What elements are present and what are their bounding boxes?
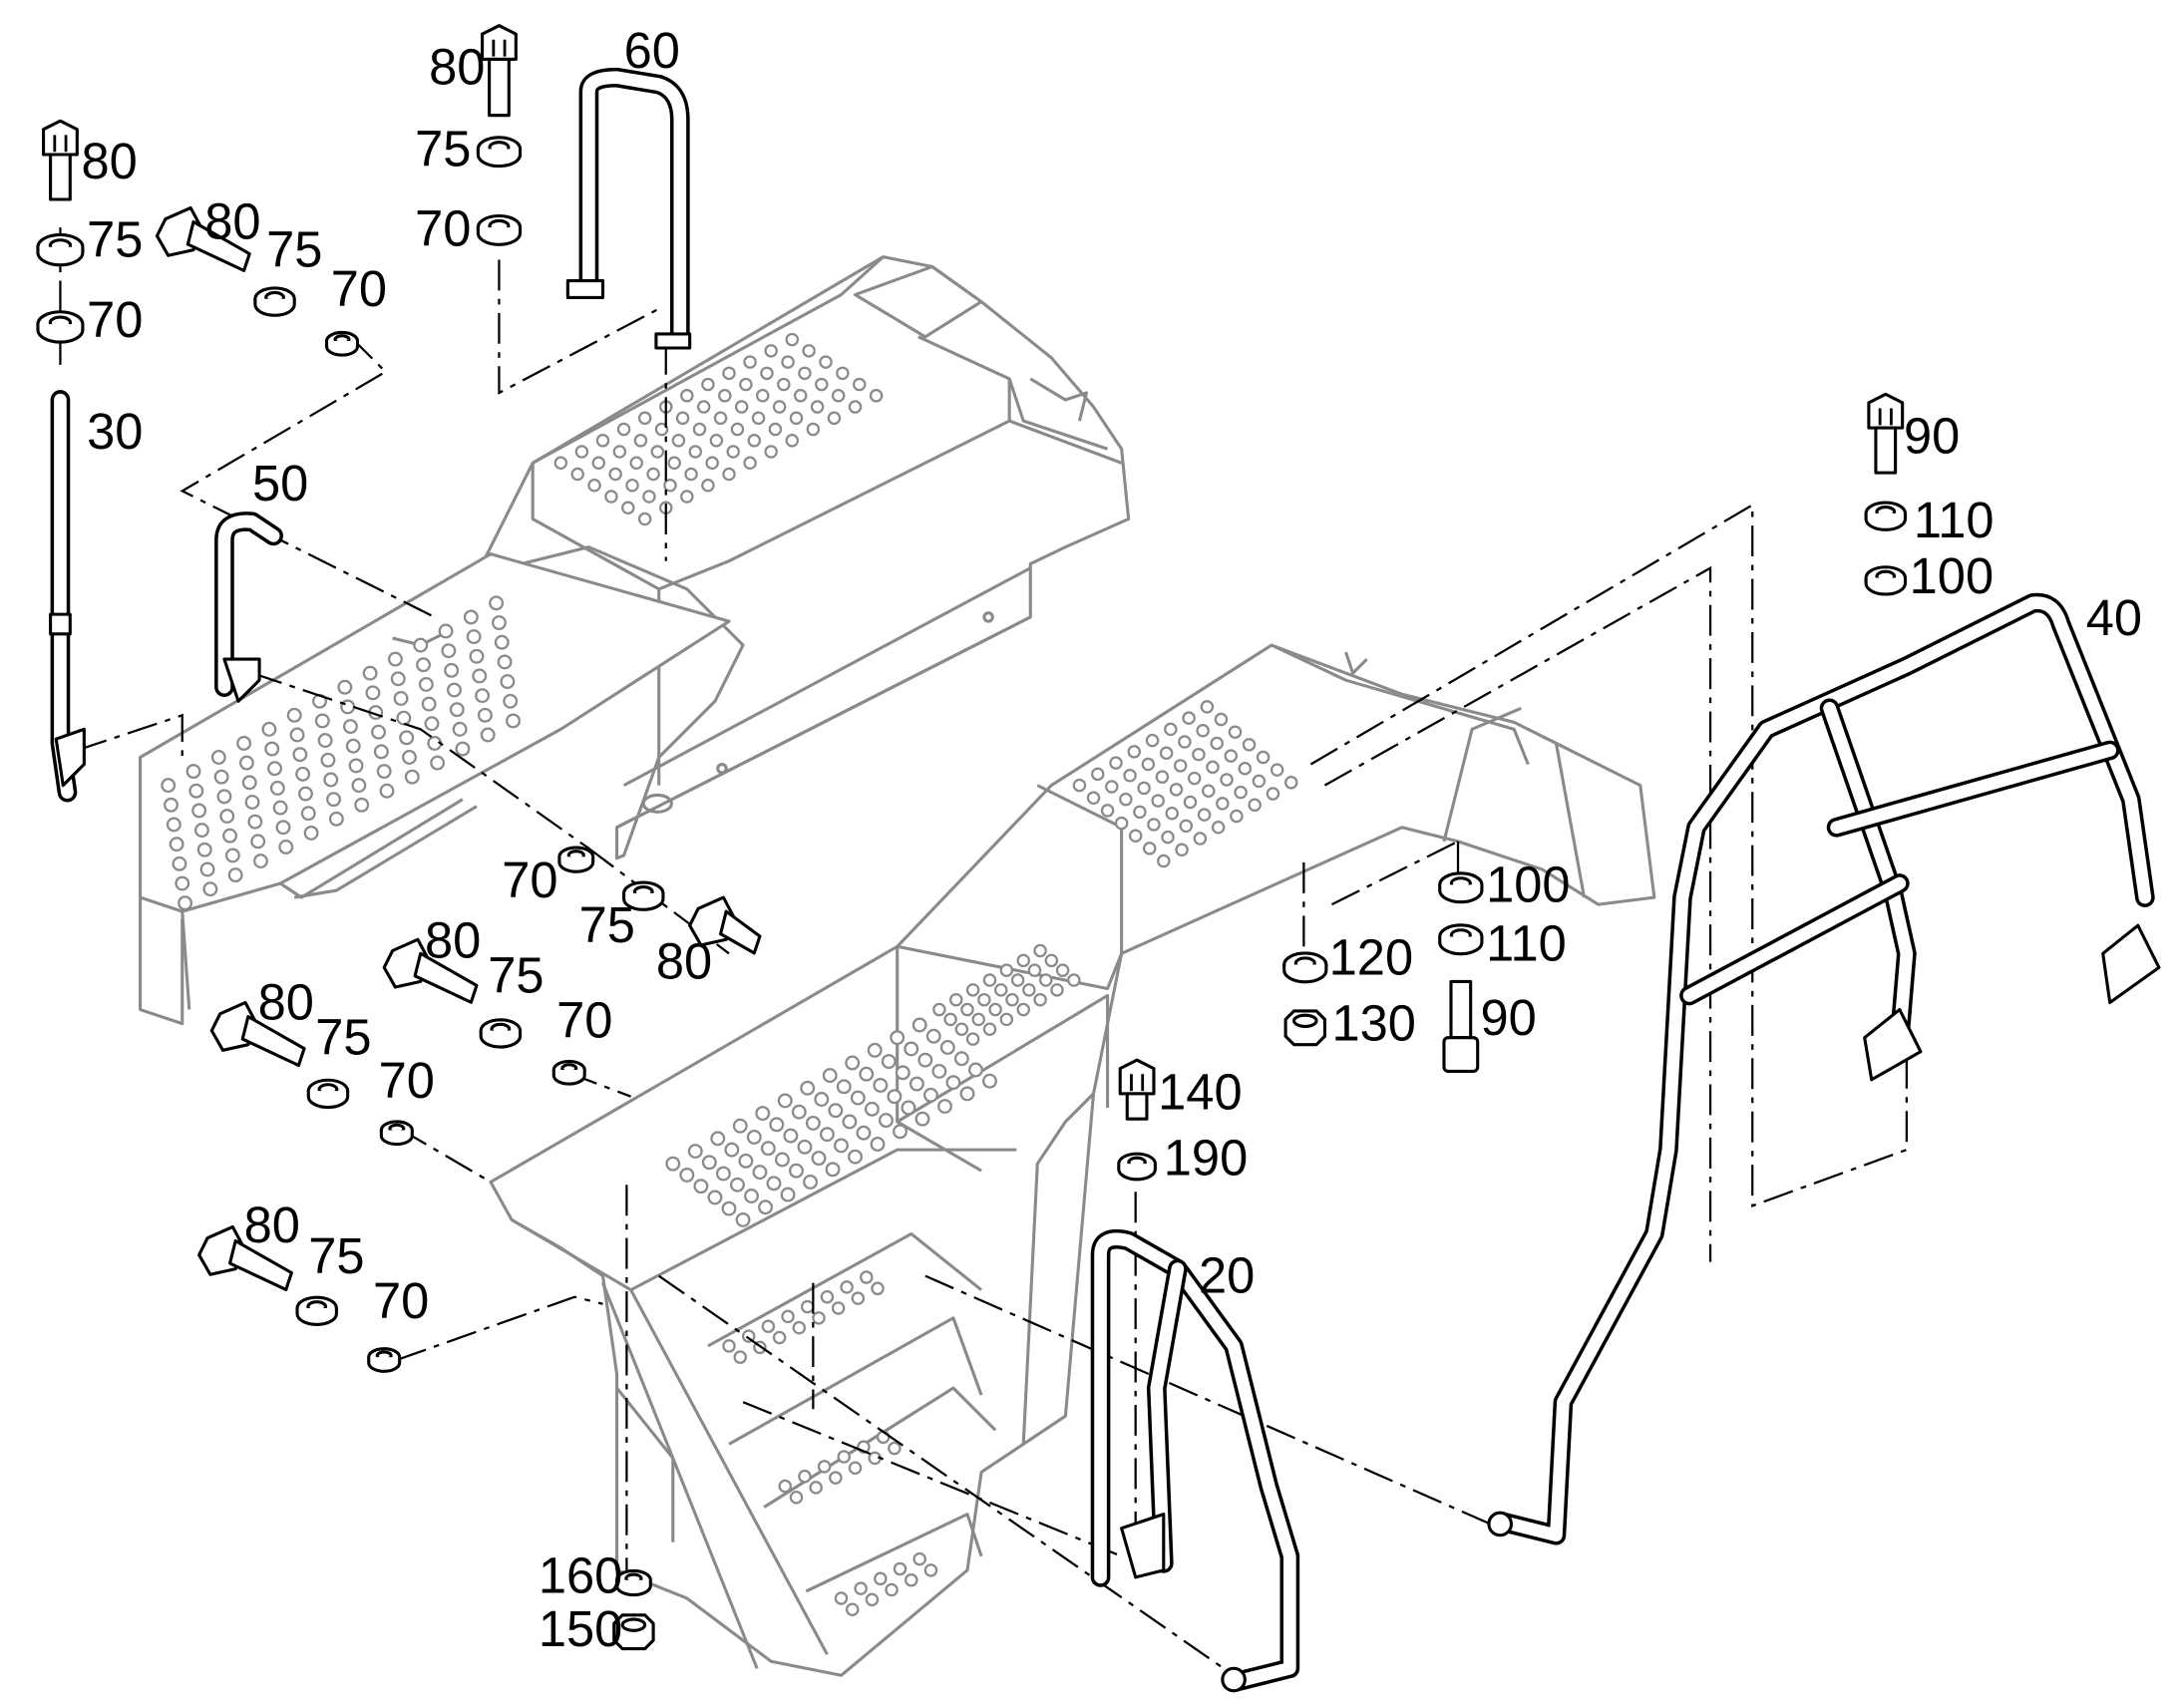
part-number-label: 80 xyxy=(204,192,260,249)
part-number-label: 130 xyxy=(1331,994,1415,1051)
handrail-30 xyxy=(49,390,86,803)
part-number-label: 70 xyxy=(87,291,143,348)
part-number-label: 70 xyxy=(502,852,557,908)
part-number-label: 40 xyxy=(2086,589,2142,646)
washer-icon xyxy=(36,232,85,267)
part-number-label: 100 xyxy=(1486,855,1570,912)
part-number-label: 70 xyxy=(556,992,612,1049)
part-number-label: 75 xyxy=(87,211,143,268)
washer-icon xyxy=(615,1568,652,1597)
washer-icon xyxy=(253,286,296,317)
fastener-hardware xyxy=(36,24,1908,1651)
part-number-label: 70 xyxy=(331,260,387,317)
part-number-label: 20 xyxy=(1199,1247,1255,1304)
handrail-40 xyxy=(1487,592,2161,1545)
washer-icon xyxy=(476,136,523,169)
bolt-icon xyxy=(382,937,479,1004)
part-number-label: 190 xyxy=(1164,1129,1248,1186)
nut-icon xyxy=(1283,1009,1327,1047)
part-number-label: 140 xyxy=(1158,1063,1242,1120)
part-number-label: 60 xyxy=(624,22,680,79)
part-number-label: 80 xyxy=(656,933,712,990)
bolt-icon xyxy=(197,1224,293,1291)
bolt-icon xyxy=(42,119,79,201)
washer-icon xyxy=(306,1078,350,1110)
part-number-label: 90 xyxy=(1481,989,1537,1046)
nut-icon xyxy=(612,1613,655,1651)
part-number-label: 80 xyxy=(244,1196,300,1253)
part-number-label: 70 xyxy=(373,1272,429,1329)
handrail-20 xyxy=(1090,1228,1300,1693)
part-number-label: 75 xyxy=(415,120,471,176)
washer-icon xyxy=(551,1059,586,1086)
bolt-icon xyxy=(481,24,518,118)
washer-icon xyxy=(479,1018,523,1049)
bolt-icon xyxy=(209,1000,306,1068)
part-number-label: 110 xyxy=(1914,492,1995,548)
washer-icon xyxy=(1864,501,1908,531)
bolt-icon xyxy=(1442,979,1480,1073)
washer-icon xyxy=(295,1295,338,1326)
part-number-label: 160 xyxy=(539,1546,622,1603)
washer-icon xyxy=(367,1347,402,1373)
part-number-label: 80 xyxy=(429,39,485,96)
part-number-label: 75 xyxy=(579,896,635,953)
bolt-icon xyxy=(155,205,251,272)
bolt-icon xyxy=(1867,392,1905,475)
part-number-label: 90 xyxy=(1904,407,1960,464)
part-number-label: 75 xyxy=(308,1227,364,1284)
washer-icon xyxy=(325,330,360,357)
part-number-label: 75 xyxy=(266,220,322,277)
part-number-label: 30 xyxy=(87,403,143,460)
bolt-icon xyxy=(688,895,762,955)
grab-handle-50 xyxy=(214,512,283,703)
washer-icon xyxy=(1438,871,1484,904)
washer-icon xyxy=(379,1120,414,1147)
part-number-label: 110 xyxy=(1486,914,1567,971)
part-number-label: 70 xyxy=(415,199,471,256)
rear-platform-body xyxy=(139,255,1131,1026)
washer-icon xyxy=(1282,951,1328,984)
bolt-icon xyxy=(1118,1058,1156,1121)
part-number-label: 80 xyxy=(82,133,138,189)
washer-icon xyxy=(1438,923,1484,956)
part-number-label: 100 xyxy=(1910,547,1994,604)
part-number-label: 75 xyxy=(315,1009,371,1066)
part-number-label: 80 xyxy=(425,912,481,969)
part-number-label: 70 xyxy=(379,1052,435,1109)
washer-icon xyxy=(36,310,85,344)
washer-icon xyxy=(622,880,665,911)
part-number-label: 50 xyxy=(252,455,308,512)
washer-icon xyxy=(557,846,595,873)
part-number-label: 150 xyxy=(539,1600,622,1657)
part-number-label: 80 xyxy=(258,973,314,1030)
part-number-label: 120 xyxy=(1329,928,1413,985)
grab-handle-60 xyxy=(565,67,692,350)
part-number-label: 75 xyxy=(488,947,544,1004)
washer-icon xyxy=(476,213,523,246)
washer-icon xyxy=(1864,565,1908,596)
washer-icon xyxy=(1117,1152,1157,1182)
